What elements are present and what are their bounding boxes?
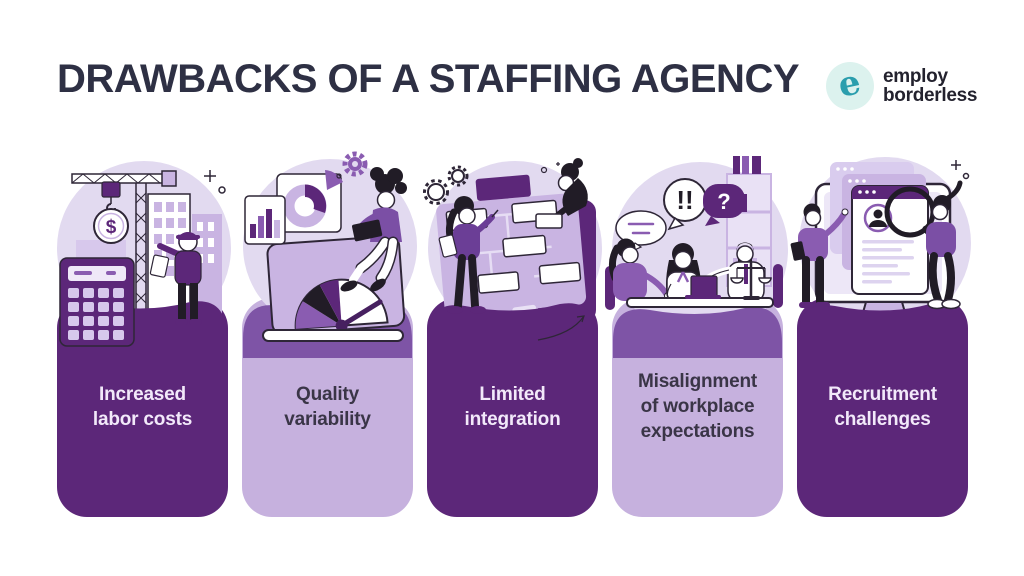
pointing-woman-figure (438, 196, 499, 314)
page-title: DRAWBACKS OF A STAFFING AGENCY (57, 57, 800, 101)
brand-logo-letter: e (834, 62, 865, 106)
bar-chart-icon (244, 195, 286, 245)
laptop-base (262, 329, 404, 342)
card-increased-labor-costs: Increased labor costs (57, 150, 231, 517)
card-label: Limited integration (459, 383, 567, 432)
reaching-person-figure (535, 158, 588, 229)
ground-mound (798, 303, 967, 358)
desk-icon (626, 275, 774, 308)
ground-mound (428, 303, 597, 358)
brand-name-line2: borderless (883, 85, 978, 106)
card-misalignment-of-workplace-expectations: Misalignment of workplace expectations (605, 150, 788, 517)
card-label-line: of workplace (640, 396, 755, 418)
speedometer-laptop-illustration (243, 151, 417, 358)
card-label: Increased labor costs (87, 383, 198, 432)
ground-mound (613, 307, 782, 358)
exclamation-bubble-icon: !! (663, 178, 707, 231)
card-quality-variability: Quality variability (242, 150, 417, 517)
svg-text:?: ? (717, 189, 730, 214)
sitting-woman-figure (340, 167, 407, 292)
sparkle-icons (204, 170, 226, 194)
card-label-line: Limited (479, 383, 546, 405)
meeting-disagreement-illustration: !! ? (605, 156, 788, 358)
header: DRAWBACKS OF A STAFFING AGENCY e employ … (0, 0, 1024, 130)
card-label: Recruitment challenges (822, 383, 943, 432)
card-label-line: challenges (834, 408, 931, 430)
question-bubble-icon: ? (703, 184, 745, 226)
card-label: Quality variability (278, 383, 377, 432)
crane-icon (71, 170, 177, 318)
svg-text:$: $ (106, 217, 117, 238)
card-label-line: labor costs (92, 408, 193, 430)
card-label-line: expectations (640, 420, 755, 442)
sparkle-icons (540, 162, 560, 174)
card-label-line: variability (284, 408, 371, 430)
brand-logo-text: employ borderless (883, 65, 978, 106)
card-label-line: Recruitment (828, 383, 937, 405)
crane-calculator-illustration: $ (57, 161, 231, 358)
dollar-coin-icon: $ (93, 208, 129, 244)
resume-screening-illustration (790, 157, 971, 358)
brand-logo: e employ borderless (826, 62, 977, 110)
construction-worker-figure (149, 232, 202, 325)
chair-right (773, 264, 783, 308)
drawback-cards-row: Increased labor costs (57, 150, 971, 520)
pointing-man-figure (790, 203, 849, 308)
gear-icon (336, 151, 368, 179)
card-label-line: Quality (295, 383, 359, 405)
pie-chart-icon (276, 170, 343, 233)
scales-icon (730, 262, 772, 300)
card-label: Misalignment of workplace expectations (632, 370, 763, 444)
arrow-curve (537, 315, 585, 341)
card-label-line: integration (464, 408, 561, 430)
examining-woman-figure (926, 180, 963, 310)
gears-icon (423, 165, 469, 205)
sparkle-icons (951, 160, 970, 180)
svg-text:!!: !! (676, 185, 693, 215)
flowchart-board-illustration (423, 158, 602, 358)
card-label-line: Misalignment (637, 371, 757, 393)
calculator-icon (59, 257, 135, 347)
card-label-line: Increased (99, 383, 186, 405)
brand-logo-icon: e (826, 62, 874, 110)
card-recruitment-challenges: Recruitment challenges (790, 150, 971, 517)
card-limited-integration: Limited integration (423, 150, 602, 517)
brand-name-line1: employ (883, 65, 948, 87)
